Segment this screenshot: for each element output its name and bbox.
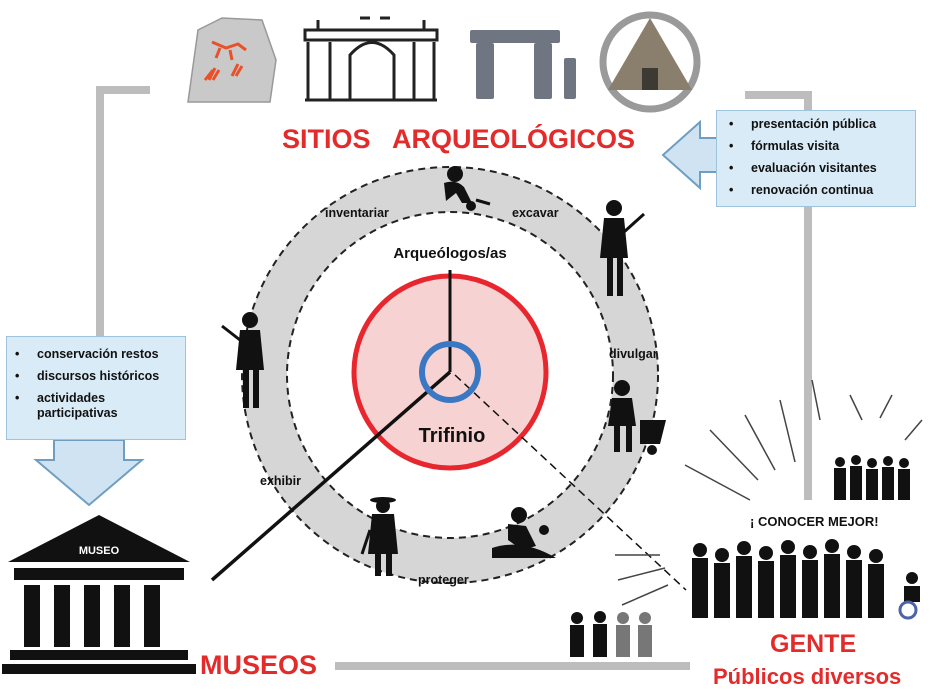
list-item: discursos históricos <box>11 369 179 384</box>
title-gente: GENTE <box>770 630 857 658</box>
crowd-small-icon <box>834 455 910 500</box>
title-publicos-diversos: Públicos diversos <box>713 664 902 689</box>
ruins-arch-icon <box>303 16 439 102</box>
rock-art-icon <box>187 17 277 103</box>
inner-ring-label: Arqueólogos/as <box>393 245 506 262</box>
verb-divulgar: divulgar <box>609 347 658 361</box>
list-item: renovación continua <box>725 183 909 198</box>
man-with-hat-icon <box>360 497 398 576</box>
crowd-large-icon <box>692 539 920 620</box>
museum-label: MUSEO <box>79 545 120 557</box>
explorer-with-wheelbarrow-icon <box>608 380 666 455</box>
burst-lines <box>615 379 923 606</box>
center-label: Trifinio <box>419 425 486 447</box>
museum-building-icon <box>2 515 196 674</box>
list-item: presentación pública <box>725 117 909 132</box>
radial-line-gente <box>454 374 687 591</box>
verb-proteger: proteger <box>418 573 469 587</box>
elderly-group-icon <box>570 611 652 657</box>
radial-line-museos <box>210 370 452 582</box>
title-museos: MUSEOS <box>200 650 318 680</box>
stonehenge-icon <box>470 30 576 99</box>
woman-pointing-icon <box>221 312 264 408</box>
museos-actions-list: conservación restos discursos históricos… <box>11 347 179 421</box>
list-item: fórmulas visita <box>725 139 909 154</box>
verb-inventariar: inventariar <box>325 206 389 220</box>
list-item: actividades participativas <box>11 391 157 421</box>
list-item: evaluación visitantes <box>725 161 909 176</box>
verb-exhibir: exhibir <box>260 474 301 488</box>
woman-with-brush-icon <box>600 200 646 296</box>
core-blue-ring <box>419 341 481 403</box>
connector-left <box>96 86 150 340</box>
connector-right <box>745 91 812 500</box>
arrow-to-museo <box>33 439 145 507</box>
museos-actions-box: conservación restos discursos históricos… <box>6 336 186 440</box>
verb-excavar: excavar <box>512 206 559 220</box>
archaeologist-digging-icon <box>444 166 491 211</box>
list-item: conservación restos <box>11 347 179 362</box>
sitios-actions-box: presentación pública fórmulas visita eva… <box>716 110 916 207</box>
hut-icon <box>599 11 701 113</box>
excavator-kneeling-icon <box>492 507 556 558</box>
title-sitios-arqueologicos: SITIOS ARQUEOLÓGICOS <box>282 124 636 154</box>
sitios-actions-list: presentación pública fórmulas visita eva… <box>725 117 909 198</box>
conocer-mejor-label: ¡ CONOCER MEJOR! <box>750 514 879 529</box>
